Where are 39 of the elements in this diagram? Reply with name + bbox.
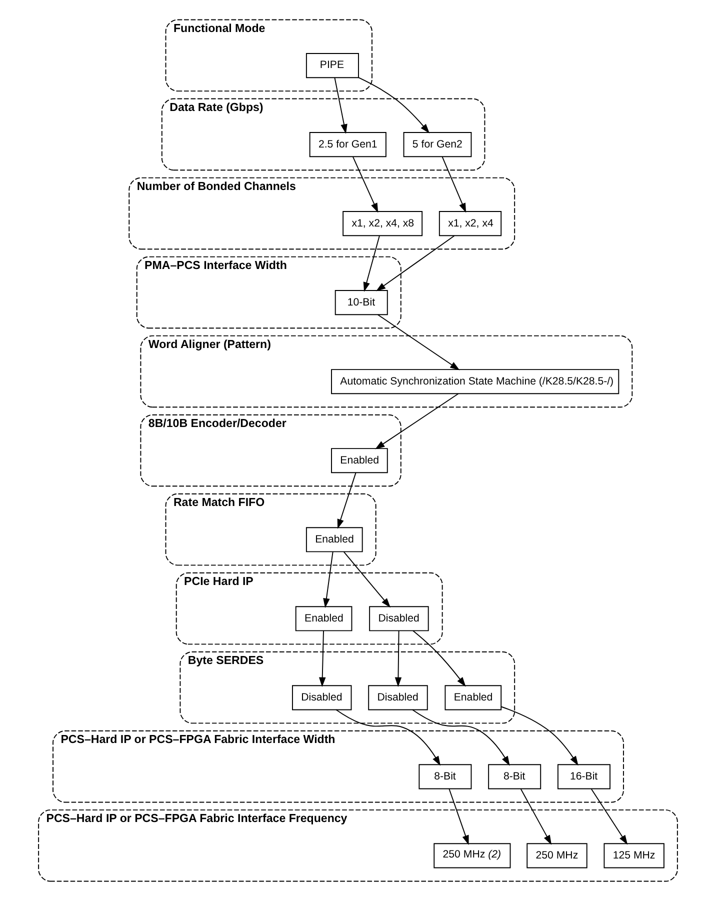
arrow: [394, 630, 402, 687]
arrow: [342, 551, 390, 608]
node-box: x1, x2, x4, x8: [342, 211, 422, 236]
node-box: Enabled: [330, 448, 388, 474]
node-box: 10-Bit: [334, 290, 388, 316]
arrow: [412, 630, 466, 687]
arrow: [334, 77, 347, 134]
node-box: Enabled: [305, 527, 362, 552]
arrow: [322, 551, 333, 608]
node-box: x1, x2, x4: [438, 211, 502, 236]
arrow: [375, 235, 454, 292]
node-box: 8-Bit: [488, 764, 541, 790]
node-box: 125 MHz: [603, 843, 664, 868]
node-box: 16-Bit: [556, 764, 610, 790]
node-box: 2.5 for Gen1: [308, 132, 386, 158]
arrow: [448, 788, 468, 845]
node-box: 8-Bit: [418, 764, 472, 790]
arrow: [352, 156, 378, 213]
arrow: [520, 788, 552, 845]
arrow: [318, 630, 326, 687]
arrow: [358, 77, 430, 134]
node-box: Disabled: [368, 606, 428, 632]
node-box: Disabled: [368, 685, 428, 710]
arrow: [441, 156, 466, 213]
arrow: [376, 314, 460, 370]
arrow: [336, 472, 356, 529]
node-box: Enabled: [294, 606, 352, 632]
arrow: [412, 709, 510, 766]
node-box: 250 MHz (2): [433, 843, 510, 868]
arrow: [500, 706, 578, 766]
arrow: [335, 709, 440, 766]
node-box: PIPE: [305, 53, 358, 78]
arrow: [590, 788, 628, 845]
node-box: 5 for Gen2: [402, 132, 472, 158]
node-box: Automatic Synchronization State Machine (/K28.5/K28.5-/): [330, 369, 619, 394]
node-box: 250 MHz: [526, 843, 587, 868]
arrow: [362, 235, 380, 292]
node-box: Enabled: [444, 685, 502, 710]
node-box: Disabled: [292, 685, 352, 710]
